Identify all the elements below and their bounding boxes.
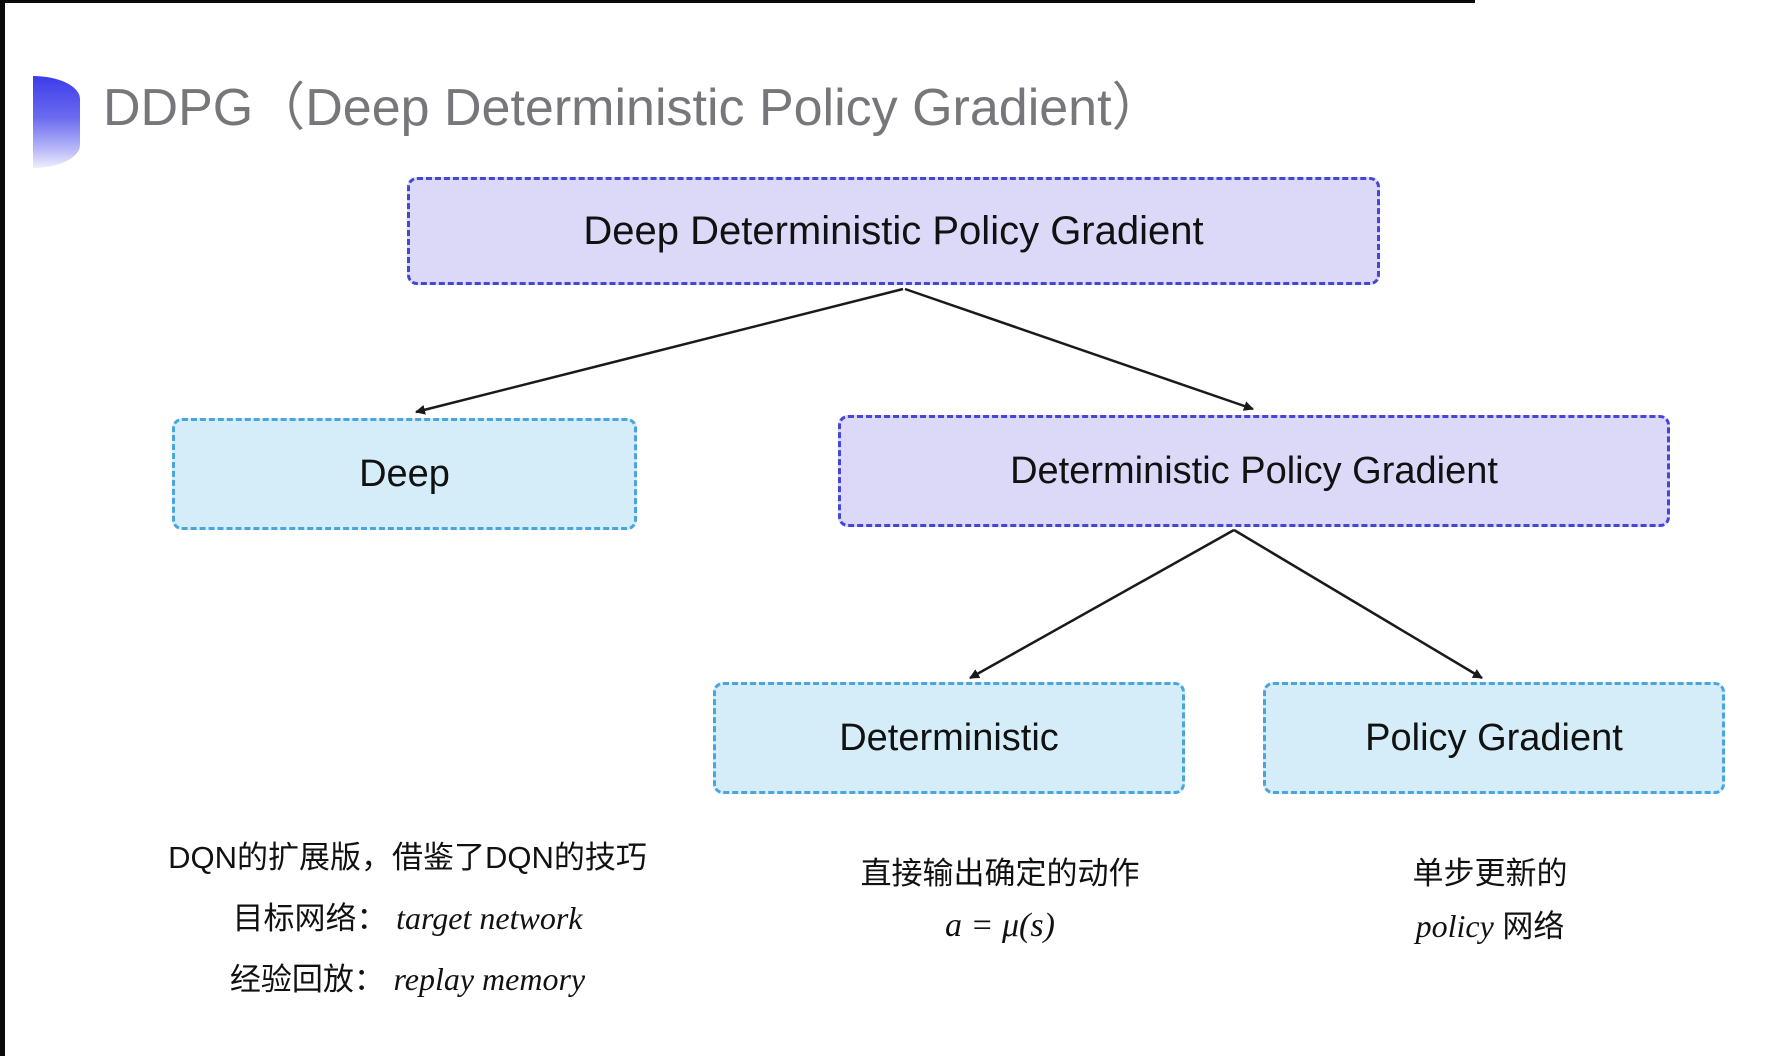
note-deterministic: 直接输出确定的动作 a = μ(s) bbox=[790, 848, 1210, 952]
note-policy-gradient-line2: policy 网络 bbox=[1300, 900, 1680, 953]
node-deterministic-policy-gradient: Deterministic Policy Gradient bbox=[838, 415, 1670, 527]
node-label: Deterministic bbox=[839, 716, 1059, 759]
note-policy-gradient-line2-italic: policy bbox=[1415, 908, 1494, 944]
arrow-dpg-to-policy-gradient bbox=[1233, 528, 1483, 680]
title-bullet-icon bbox=[33, 76, 80, 168]
note-deep-line3: 经验回放： replay memory bbox=[120, 949, 695, 1010]
note-deep-line2-label: 目标网络： bbox=[232, 901, 388, 936]
node-deterministic: Deterministic bbox=[713, 682, 1185, 794]
arrow-root-to-deep bbox=[415, 287, 904, 415]
note-deep-line2: 目标网络： target network bbox=[120, 888, 695, 949]
note-deep: DQN的扩展版，借鉴了DQN的技巧 目标网络： target network 经… bbox=[120, 828, 695, 1010]
node-label: Policy Gradient bbox=[1365, 716, 1623, 759]
note-deep-line3-value: replay memory bbox=[393, 961, 586, 997]
node-label: Deep bbox=[359, 452, 450, 495]
slide-left-border bbox=[0, 0, 5, 1056]
note-deep-line3-label: 经验回放： bbox=[229, 962, 385, 997]
note-deterministic-formula: a = μ(s) bbox=[945, 907, 1055, 944]
node-deep-deterministic-policy-gradient: Deep Deterministic Policy Gradient bbox=[407, 177, 1380, 285]
slide-top-border bbox=[0, 0, 1475, 3]
node-label: Deterministic Policy Gradient bbox=[1010, 449, 1498, 492]
note-policy-gradient: 单步更新的 policy 网络 bbox=[1300, 848, 1680, 953]
note-policy-gradient-line1: 单步更新的 bbox=[1412, 856, 1568, 891]
note-deep-line1: DQN的扩展版，借鉴了DQN的技巧 bbox=[168, 840, 647, 875]
node-deep: Deep bbox=[172, 418, 637, 530]
arrow-root-to-dpg bbox=[904, 287, 1254, 411]
note-deterministic-line1: 直接输出确定的动作 bbox=[860, 856, 1140, 891]
node-label: Deep Deterministic Policy Gradient bbox=[583, 208, 1204, 253]
note-policy-gradient-line2-rest: 网络 bbox=[1502, 909, 1565, 944]
page-title: DDPG（Deep Deterministic Policy Gradient） bbox=[103, 79, 1164, 137]
arrow-dpg-to-deterministic bbox=[969, 528, 1235, 680]
note-deep-line2-value: target network bbox=[396, 900, 583, 936]
node-policy-gradient: Policy Gradient bbox=[1263, 682, 1725, 794]
